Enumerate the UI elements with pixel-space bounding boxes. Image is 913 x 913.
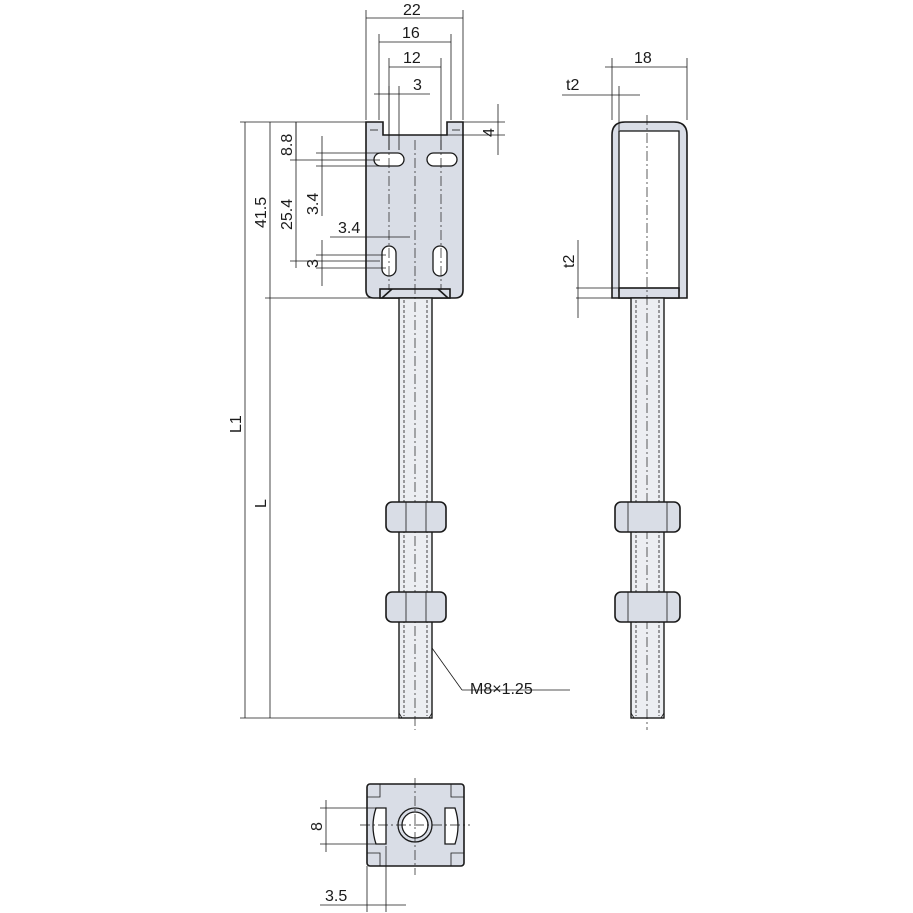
bottom-view: 8 3.5 [309, 778, 470, 912]
front-nut-upper [385, 501, 447, 533]
dim-L: L [253, 499, 270, 508]
front-slot-upper-right [426, 152, 458, 167]
dim-t2-top: t2 [566, 77, 579, 94]
front-nut-lower [385, 591, 447, 623]
side-base-plate [618, 287, 680, 299]
front-view: 22 16 12 3 4 L1 41.5 L 25.4 8.8 [228, 2, 570, 730]
dim-41-5: 41.5 [253, 197, 270, 228]
dim-t2-side: t2 [561, 255, 578, 268]
side-view: 18 t2 t2 [561, 50, 688, 730]
dim-3-4-vertical: 3.4 [305, 193, 322, 215]
dim-3-4-horizontal: 3.4 [338, 220, 360, 237]
dim-25-4: 25.4 [279, 199, 296, 230]
dim-3-5: 3.5 [325, 888, 347, 905]
dim-4: 4 [481, 128, 498, 137]
dim-16: 16 [402, 25, 420, 42]
dim-3-top: 3 [413, 77, 422, 94]
dim-L1: L1 [228, 415, 245, 433]
side-nut-upper [614, 501, 681, 533]
dim-18: 18 [634, 50, 652, 67]
dim-8-8: 8.8 [279, 134, 296, 156]
front-slot-lower-right [432, 245, 448, 277]
dim-3-side: 3 [305, 259, 322, 268]
side-nut-lower [614, 591, 681, 623]
dim-22: 22 [403, 2, 421, 19]
dim-12: 12 [403, 50, 421, 67]
side-bracket-inner [618, 130, 680, 292]
dim-8: 8 [309, 822, 326, 831]
front-bracket-body [365, 121, 464, 299]
thread-callout: M8×1.25 [470, 681, 533, 698]
